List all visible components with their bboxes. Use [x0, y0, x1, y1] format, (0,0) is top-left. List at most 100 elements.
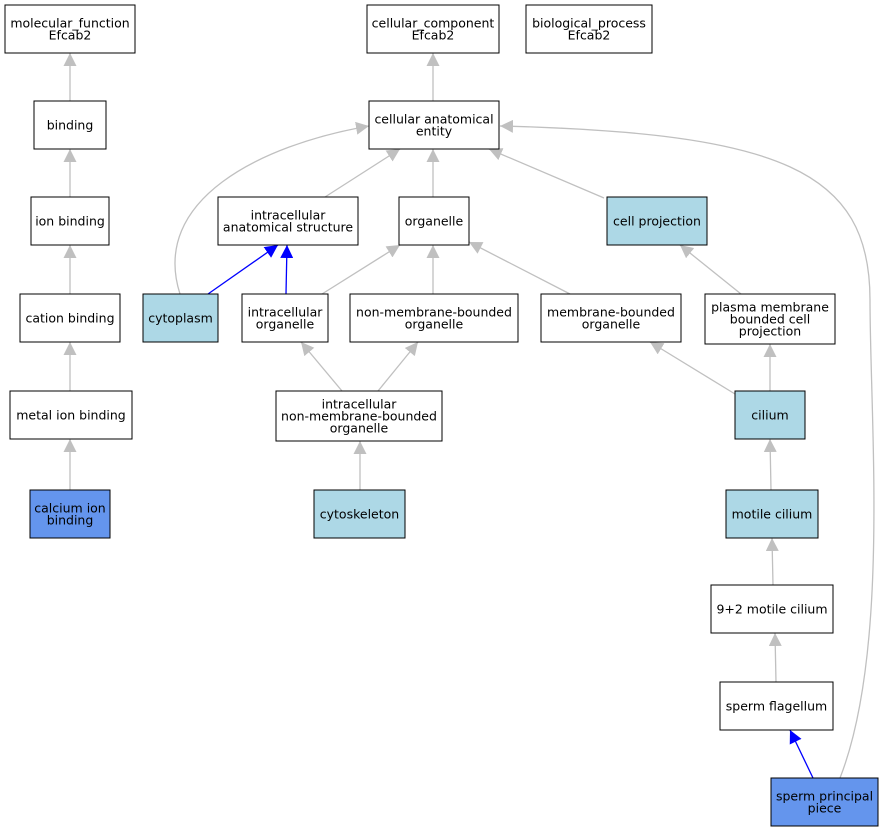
node-box	[275, 390, 443, 442]
node-box	[33, 100, 107, 150]
node-binding[interactable]: binding	[33, 100, 107, 150]
node-label-line: intracellular	[322, 397, 398, 412]
edge-line	[280, 244, 294, 295]
node-label-line: ion binding	[35, 214, 105, 229]
node-label-line: organelle	[405, 214, 464, 229]
edge-sperm-principal-piece-to-sperm-flagellum	[789, 729, 814, 779]
node-label-line: organelle	[405, 317, 464, 332]
node-label-line: 9+2 motile cilium	[716, 602, 827, 617]
edge-sperm-flagellum-to-nine-plus-two-motile-cilium	[768, 632, 782, 683]
node-cilium[interactable]: cilium	[734, 390, 806, 440]
node-label-line: cation binding	[25, 311, 114, 326]
node-box	[725, 489, 819, 539]
edge-line	[300, 341, 343, 392]
node-label-line: intracellular	[248, 305, 324, 320]
edge-line	[174, 121, 370, 295]
edge-nine-plus-two-motile-cilium-to-motile-cilium	[765, 537, 779, 586]
node-box	[313, 489, 406, 539]
node-box	[398, 196, 470, 246]
node-box	[349, 293, 519, 343]
edge-intracellular-non-membrane-bounded-organelle-to-non-membrane-bounded-organelle	[377, 341, 419, 392]
node-label-line: binding	[47, 513, 94, 528]
edge-cilium-to-membrane-bounded-organelle	[649, 341, 736, 395]
node-cell-projection[interactable]: cell projection	[606, 196, 708, 246]
node-label-line: non-membrane-bounded	[356, 305, 512, 320]
node-cation-binding[interactable]: cation binding	[19, 293, 121, 343]
edge-line	[321, 244, 401, 295]
edge-cell-projection-to-cellular-anatomical-entity	[488, 148, 605, 199]
node-box	[217, 196, 359, 246]
node-label-line: metal ion binding	[16, 408, 126, 423]
node-box	[19, 293, 121, 343]
node-box	[606, 196, 708, 246]
node-label-line: organelle	[256, 317, 315, 332]
node-cytoskeleton[interactable]: cytoskeleton	[313, 489, 406, 539]
node-nine-plus-two-motile-cilium[interactable]: 9+2 motile cilium	[710, 584, 834, 634]
node-box	[710, 584, 834, 634]
node-box	[770, 777, 879, 827]
edge-plasma-membrane-bounded-cell-projection-to-cell-projection	[679, 244, 742, 295]
edge-intracellular-organelle-to-organelle	[321, 244, 401, 295]
node-box	[704, 293, 836, 345]
node-label-line: piece	[808, 801, 842, 816]
node-sperm-flagellum[interactable]: sperm flagellum	[719, 681, 834, 731]
edge-line	[789, 729, 814, 779]
edge-line	[324, 148, 401, 198]
edge-intracellular-anatomical-structure-to-cellular-anatomical-entity	[324, 148, 401, 198]
node-label-line: bounded cell	[730, 312, 810, 327]
nodes-layer: molecular_functionEfcab2cellular_compone…	[4, 4, 879, 827]
node-label-line: intracellular	[251, 208, 327, 223]
node-label-line: cilium	[751, 408, 788, 423]
edge-intracellular-non-membrane-bounded-organelle-to-intracellular-organelle	[300, 341, 343, 392]
edge-motile-cilium-to-cilium	[763, 438, 777, 491]
edge-line	[488, 148, 605, 199]
edge-line	[768, 632, 782, 683]
edge-sperm-principal-piece-to-cellular-anatomical-entity	[499, 119, 875, 779]
node-label-line: molecular_function	[10, 16, 129, 31]
node-label-line: cytoskeleton	[320, 507, 399, 522]
node-label-line: organelle	[330, 421, 389, 436]
edge-line	[679, 244, 742, 295]
node-label-line: cellular anatomical	[374, 112, 493, 127]
node-cytoplasm[interactable]: cytoplasm	[142, 293, 219, 343]
node-organelle[interactable]: organelle	[398, 196, 470, 246]
node-label-line: membrane-bounded	[547, 305, 675, 320]
node-label-line: calcium ion	[34, 501, 105, 516]
node-label-line: Efcab2	[49, 28, 92, 43]
node-box	[540, 293, 682, 343]
edge-intracellular-organelle-to-intracellular-anatomical-structure	[280, 244, 294, 295]
edges-layer	[63, 53, 875, 779]
node-metal-ion-binding[interactable]: metal ion binding	[9, 390, 133, 440]
node-box	[241, 293, 329, 343]
node-intracellular-non-membrane-bounded-organelle[interactable]: intracellularnon-membrane-boundedorganel…	[275, 390, 443, 442]
node-motile-cilium[interactable]: motile cilium	[725, 489, 819, 539]
edge-cytoplasm-to-intracellular-anatomical-structure	[207, 244, 279, 295]
edge-line	[649, 341, 736, 395]
node-label-line: non-membrane-bounded	[281, 409, 437, 424]
node-label-line: anatomical structure	[223, 220, 353, 235]
node-box	[4, 4, 136, 54]
node-box	[525, 4, 653, 54]
node-label-line: cytoplasm	[148, 311, 213, 326]
edge-line	[763, 438, 777, 491]
node-ion-binding[interactable]: ion binding	[30, 196, 110, 246]
edge-line	[468, 241, 571, 295]
node-label-line: binding	[47, 118, 94, 133]
node-box	[719, 681, 834, 731]
node-label-line: Efcab2	[412, 28, 455, 43]
node-label-line: sperm principal	[776, 789, 873, 804]
node-box	[366, 4, 500, 54]
node-label-line: cell projection	[613, 214, 701, 229]
